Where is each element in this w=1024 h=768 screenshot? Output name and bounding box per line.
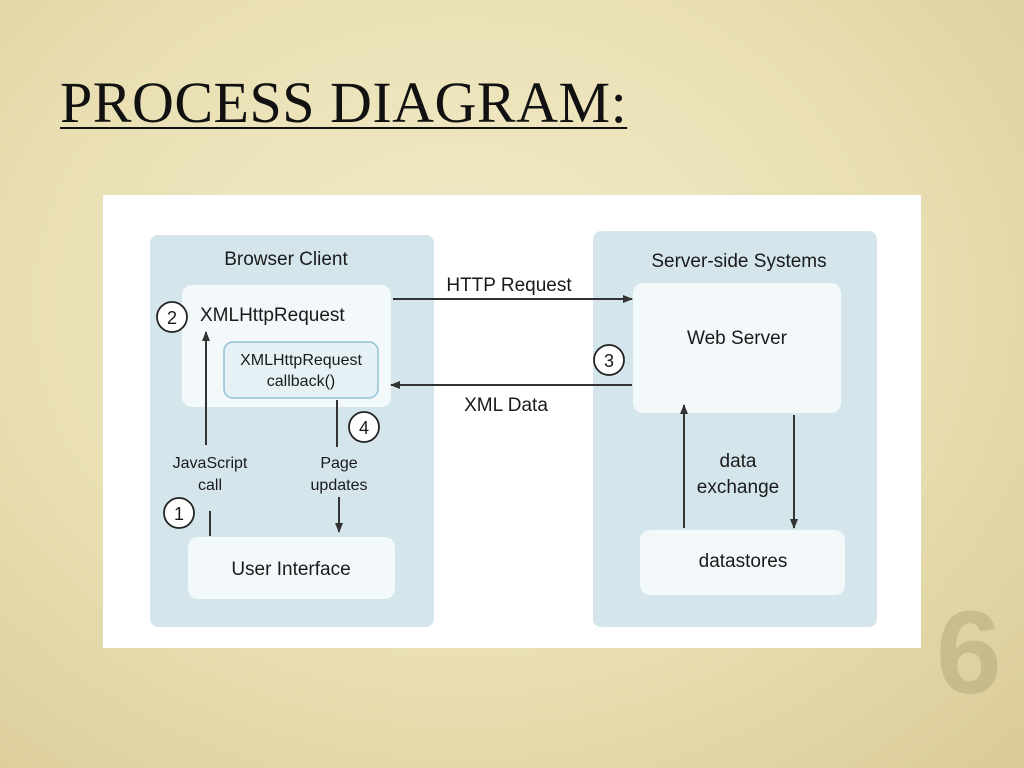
step-4-marker: 4	[348, 411, 380, 443]
browser-client-title: Browser Client	[224, 249, 348, 270]
step-1-marker: 1	[163, 497, 195, 529]
diagram-canvas: Browser Client Server-side Systems XMLHt…	[150, 231, 877, 627]
step-2-label: 2	[167, 308, 177, 328]
step-2-marker: 2	[156, 301, 188, 333]
xml-data-label: XML Data	[464, 395, 548, 416]
server-side-title: Server-side Systems	[651, 251, 826, 272]
step-3-label: 3	[604, 351, 614, 371]
datastores-label: datastores	[699, 551, 788, 572]
process-diagram: Browser Client Server-side Systems XMLHt…	[103, 195, 921, 648]
page-number: 6	[936, 587, 1002, 719]
step-3-marker: 3	[593, 344, 625, 376]
user-interface-label: User Interface	[231, 559, 350, 580]
page-updates-label-line2: updates	[311, 477, 368, 494]
data-exchange-label-line2: exchange	[697, 477, 779, 498]
user-interface-box	[188, 537, 395, 599]
web-server-label: Web Server	[687, 328, 788, 349]
step-1-label: 1	[174, 504, 184, 524]
step-4-label: 4	[359, 418, 369, 438]
web-server-box	[633, 283, 841, 413]
javascript-call-label-line2: call	[198, 477, 222, 494]
http-request-label: HTTP Request	[446, 275, 572, 296]
callback-label-line2: callback()	[267, 373, 335, 390]
xmlhttprequest-label: XMLHttpRequest	[200, 305, 345, 326]
datastores-box	[640, 530, 845, 595]
callback-box	[223, 341, 379, 399]
javascript-call-label-line1: JavaScript	[173, 455, 248, 472]
page-updates-label-line1: Page	[320, 455, 357, 472]
slide-title: PROCESS DIAGRAM:	[60, 70, 628, 135]
data-exchange-label-line1: data	[720, 451, 757, 472]
callback-label-line1: XMLHttpRequest	[240, 352, 362, 369]
